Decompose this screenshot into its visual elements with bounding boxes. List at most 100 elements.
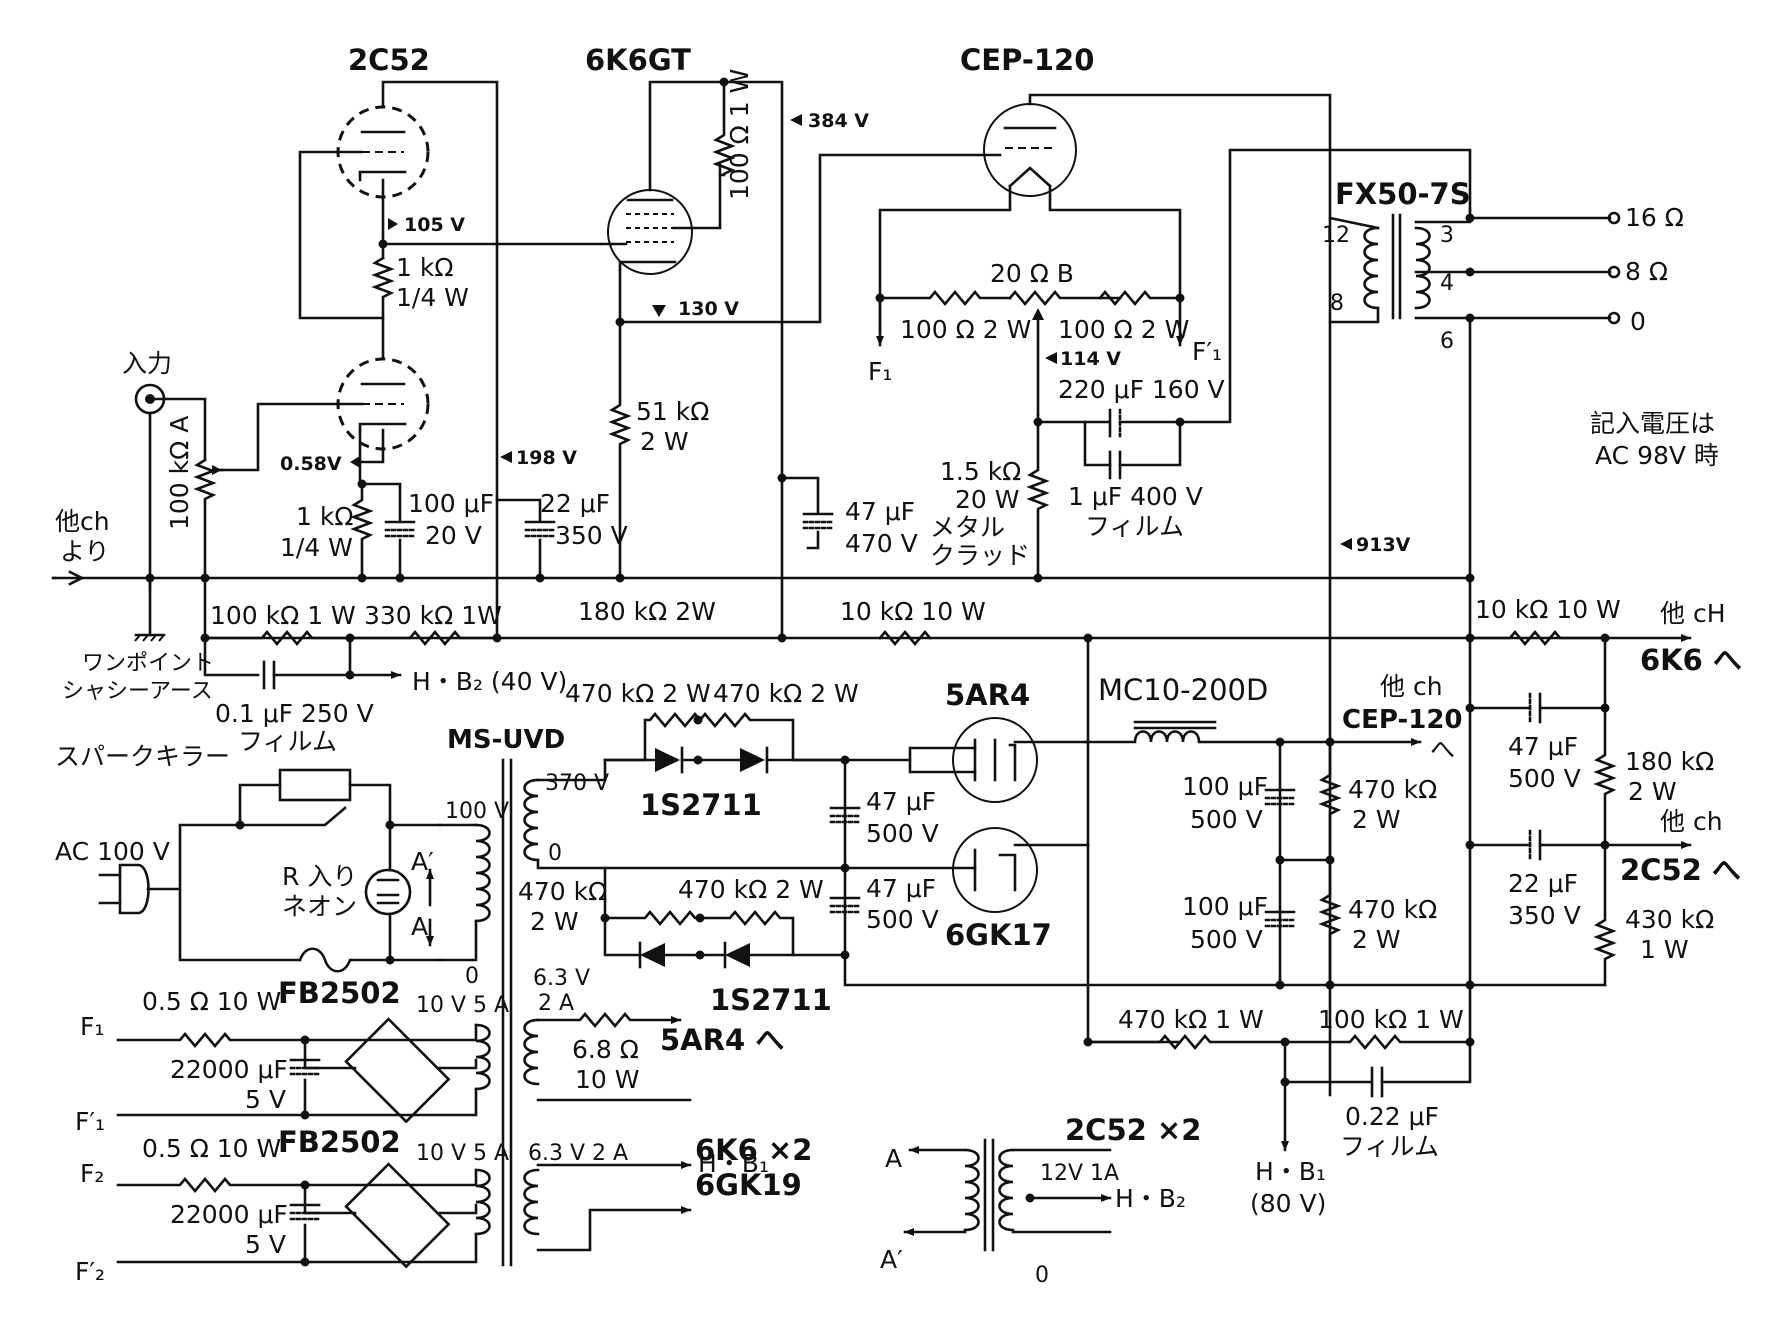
val-c100u-1: 100 μF bbox=[408, 489, 494, 518]
val-r05-b: 0.5 Ω 10 W bbox=[142, 1134, 281, 1163]
label-to-2c52-1: 他 ch bbox=[1660, 807, 1723, 836]
label-to-6gk19: 6GK19 bbox=[695, 1168, 802, 1202]
label-to-5ar4: 5AR4 へ bbox=[660, 1023, 784, 1057]
filter-caps bbox=[1264, 740, 1342, 990]
val-r470k-c-1: 470 kΩ bbox=[518, 877, 607, 906]
label-f1: F₁ bbox=[80, 1012, 104, 1041]
label-a-small: A bbox=[885, 1144, 902, 1173]
lv-supply-1 bbox=[116, 1017, 478, 1124]
val-r1k-b-2: 1/4 W bbox=[280, 533, 353, 562]
winding-12v: 12V 1A bbox=[1040, 1161, 1119, 1186]
voltage-114: 114 V bbox=[1060, 348, 1121, 370]
val-r430k-2: 1 W bbox=[1640, 935, 1689, 964]
val-r470k-e-1: 470 kΩ bbox=[1348, 775, 1437, 804]
val-r470k-d: 470 kΩ 2 W bbox=[678, 875, 824, 904]
val-r20b: 20 Ω B bbox=[990, 259, 1074, 288]
label-to-6k6-1: 他 cH bbox=[1660, 599, 1726, 628]
val-r470k-b: 470 kΩ 2 W bbox=[713, 679, 859, 708]
label-a-prime-small: A′ bbox=[880, 1245, 903, 1274]
val-r05-a: 0.5 Ω 10 W bbox=[142, 987, 281, 1016]
val-r1k5-3: メタル bbox=[930, 513, 1005, 542]
resistor-1k-interstage bbox=[371, 256, 395, 361]
label-1s2711-a: 1S2711 bbox=[640, 788, 762, 822]
val-r1k5-1: 1.5 kΩ bbox=[940, 457, 1021, 486]
pin-3: 3 bbox=[1440, 223, 1454, 248]
val-c01u-1: 0.1 μF 250 V bbox=[215, 699, 374, 728]
val-r470k-a: 470 kΩ 2 W bbox=[565, 679, 711, 708]
val-r10k-10w-b: 10 kΩ 10 W bbox=[1475, 595, 1621, 624]
label-cep-120: CEP-120 bbox=[960, 43, 1094, 77]
val-c22000-b-1: 22000 μF bbox=[170, 1200, 288, 1229]
resistor-100-1w bbox=[712, 80, 736, 177]
tap-0: 0 bbox=[1630, 307, 1646, 336]
val-pot: 100 kΩ A bbox=[165, 416, 194, 530]
val-r470k-e-2: 2 W bbox=[1352, 805, 1401, 834]
winding-63b: 6.3 V 2 A bbox=[528, 1141, 628, 1166]
label-note-2: AC 98V 時 bbox=[1595, 441, 1719, 470]
tap-16: 16 Ω bbox=[1625, 203, 1684, 232]
caps-47u-500v bbox=[829, 758, 1472, 987]
val-c22u-1: 22 μF bbox=[540, 489, 610, 518]
label-neon-2: ネオン bbox=[282, 892, 357, 921]
cap-22u-350v bbox=[492, 498, 556, 643]
cathode-bias-cep bbox=[1026, 148, 1472, 583]
val-c1u-2: フィルム bbox=[1085, 512, 1184, 541]
val-c47u-2: 470 V bbox=[845, 529, 918, 558]
lv-supply-2 bbox=[116, 1162, 478, 1269]
val-c100u500-a-2: 500 V bbox=[1190, 805, 1263, 834]
wire-130v bbox=[618, 153, 1002, 324]
val-r1k5-2: 20 W bbox=[955, 485, 1019, 514]
val-r10k-10w-a: 10 kΩ 10 W bbox=[840, 597, 986, 626]
tube-cep-120 bbox=[875, 93, 1332, 1097]
val-r1k-b-1: 1 kΩ bbox=[296, 502, 353, 531]
val-r100k-1w: 100 kΩ 1 W bbox=[210, 601, 356, 630]
val-c22000-a-1: 22000 μF bbox=[170, 1055, 288, 1084]
voltage-058: 0.58V bbox=[280, 453, 342, 475]
voltage-913: 913V bbox=[1356, 534, 1411, 556]
label-fb2502-a: FB2502 bbox=[278, 976, 401, 1010]
label-5ar4: 5AR4 bbox=[945, 678, 1030, 712]
val-c47u500-c-2: 500 V bbox=[1508, 764, 1581, 793]
label-6k6gt: 6K6GT bbox=[585, 43, 691, 77]
val-r430k-1: 430 kΩ bbox=[1625, 905, 1714, 934]
resistor-51k bbox=[608, 320, 632, 583]
val-c22u-2: 350 V bbox=[555, 521, 628, 550]
val-r51k-2: 2 W bbox=[640, 427, 689, 456]
r-10k-10w-b bbox=[1465, 629, 1692, 647]
hb1-divider bbox=[1086, 1033, 1475, 1152]
tube-6k6gt bbox=[607, 77, 784, 640]
voltage-384: 384 V bbox=[808, 110, 869, 132]
heater-transformer-2c52 bbox=[903, 1138, 1112, 1252]
label-ms-uvd: MS-UVD bbox=[447, 725, 565, 755]
diode-string-top bbox=[603, 711, 850, 774]
val-c22000-a-2: 5 V bbox=[245, 1085, 286, 1114]
val-r100k-1w-b: 100 kΩ 1 W bbox=[1318, 1005, 1464, 1034]
choke-mc10-200d bbox=[1083, 720, 1422, 747]
val-r68-2: 10 W bbox=[575, 1065, 639, 1094]
val-c01u-2: フィルム bbox=[238, 727, 337, 756]
label-6gk17: 6GK17 bbox=[945, 918, 1052, 952]
label-hb1: H・B₁ bbox=[698, 1149, 769, 1178]
label-hb1-80-2: (80 V) bbox=[1250, 1189, 1326, 1218]
tube-6gk17 bbox=[843, 827, 1090, 913]
label-ac100: AC 100 V bbox=[55, 837, 170, 866]
label-2c52: 2C52 bbox=[348, 43, 430, 77]
voltage-105: 105 V bbox=[404, 214, 465, 236]
tap-8: 8 Ω bbox=[1625, 257, 1668, 286]
val-c47u500-c-1: 47 μF bbox=[1508, 732, 1578, 761]
pin-6: 6 bbox=[1440, 329, 1454, 354]
val-c22u350-c-1: 22 μF bbox=[1508, 869, 1578, 898]
pin-8: 8 bbox=[1330, 291, 1344, 316]
output-transformer bbox=[1328, 208, 1621, 1044]
label-f1p-top: F′₁ bbox=[1192, 337, 1222, 366]
label-from-other-1: 他ch bbox=[55, 507, 110, 536]
winding-63a-1: 6.3 V bbox=[533, 966, 590, 991]
voltage-130: 130 V bbox=[678, 298, 739, 320]
winding-0b: 0 bbox=[465, 964, 479, 989]
val-r1k-a-2: 1/4 W bbox=[396, 283, 469, 312]
winding-63a-2: 2 A bbox=[538, 991, 574, 1016]
chassis-ground bbox=[134, 576, 166, 642]
pin-12: 12 bbox=[1322, 223, 1350, 248]
label-note-1: 記入電圧は bbox=[1590, 409, 1715, 438]
val-c47u500-b-1: 47 μF bbox=[866, 874, 936, 903]
